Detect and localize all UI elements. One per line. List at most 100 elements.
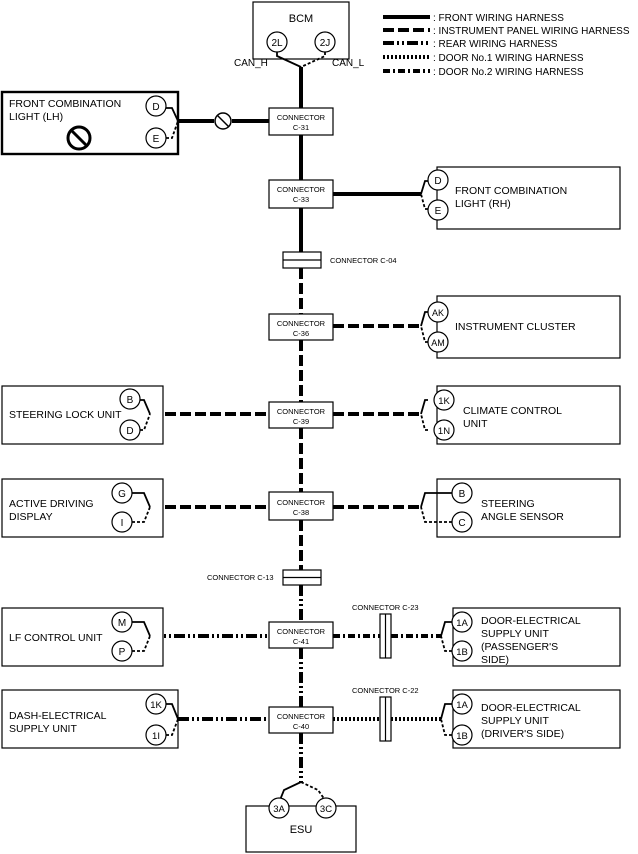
lf-control-unit-box — [1, 607, 164, 667]
instrument-cluster: INSTRUMENT CLUSTER AK AM — [420, 295, 621, 359]
door-pass-pin-1b-label: 1B — [456, 647, 468, 658]
dash-supply-pin-1k-label: 1K — [150, 700, 162, 711]
climate-label-2: UNIT — [463, 418, 488, 430]
front-rh-label-1: FRONT COMBINATION — [455, 185, 567, 197]
esu-pin-3a-label: 3A — [273, 804, 285, 815]
door-pass-label-3: (PASSENGER'S — [481, 641, 558, 653]
steering-lock-pin-b-label: B — [127, 395, 134, 406]
front-combination-light-rh: FRONT COMBINATION LIGHT (RH) D E — [420, 166, 621, 230]
connector-c38-word: CONNECTOR — [277, 498, 326, 507]
inline-connector-c04: CONNECTOR C-04 — [282, 251, 397, 269]
inline-connector-c04-label: CONNECTOR C-04 — [330, 256, 397, 265]
cluster-pin-ak-label: AK — [432, 308, 444, 318]
esu-pin-3c-label: 3C — [320, 804, 332, 815]
cluster-pin-am — [427, 331, 449, 353]
dash-supply-unit: DASH-ELECTRICAL SUPPLY UNIT 1K 1I — [1, 689, 179, 749]
door-drv-label-1: DOOR-ELECTRICAL — [481, 702, 581, 714]
inline-connector-c23: CONNECTOR C-23 — [352, 603, 419, 659]
door-supply-unit-passenger-box — [452, 607, 621, 667]
steering-angle-pin-c — [451, 511, 473, 533]
legend-door1: : DOOR No.1 WIRING HARNESS — [433, 53, 584, 64]
esu-label: ESU — [290, 824, 313, 836]
door-pass-label-1: DOOR-ELECTRICAL — [481, 615, 581, 627]
connector-c40-word: CONNECTOR — [277, 712, 326, 721]
front-rh-pin-d — [427, 169, 449, 191]
cluster-pin-am-label: AM — [431, 338, 445, 348]
steering-lock-pin-b — [119, 388, 141, 410]
front-lh-label-2: LIGHT (LH) — [9, 111, 63, 123]
climate-control-unit-box — [436, 385, 621, 445]
dash-supply-label-1: DASH-ELECTRICAL — [9, 710, 107, 722]
esu-box — [245, 805, 357, 853]
branch-wires — [150, 119, 441, 721]
connector-c38-id: C-38 — [293, 508, 309, 517]
climate-label-1: CLIMATE CONTROL — [463, 405, 562, 417]
instrument-cluster-box — [436, 295, 621, 359]
cluster-pin-ak — [427, 301, 449, 323]
steering-lock-unit: STEERING LOCK UNIT B D — [1, 385, 164, 445]
active-driving-display-box — [1, 478, 164, 538]
connector-c39: CONNECTOR C-39 — [268, 401, 334, 429]
connector-c31-word: CONNECTOR — [277, 113, 326, 122]
connector-c36: CONNECTOR C-36 — [268, 313, 334, 341]
cluster-label: INSTRUMENT CLUSTER — [455, 321, 576, 333]
inline-connector-c13: CONNECTOR C-13 — [207, 569, 322, 586]
connector-c38: CONNECTOR C-38 — [268, 491, 334, 521]
connector-c33-word: CONNECTOR — [277, 185, 326, 194]
inline-connector-c23-label: CONNECTOR C-23 — [352, 603, 419, 612]
connector-c36-word: CONNECTOR — [277, 319, 326, 328]
legend: : FRONT WIRING HARNESS : INSTRUMENT PANE… — [383, 13, 630, 78]
connector-c39-id: C-39 — [293, 417, 309, 426]
inline-connector-c22: CONNECTOR C-22 — [352, 686, 419, 742]
door-pass-pin-1b — [451, 640, 473, 662]
steering-angle-pin-b-label: B — [459, 489, 466, 500]
lf-control-unit: LF CONTROL UNIT M P — [1, 607, 164, 667]
steering-angle-label-2: ANGLE SENSOR — [481, 511, 564, 523]
steering-lock-pin-d — [119, 419, 141, 441]
front-lh-pin-d-label: D — [152, 102, 159, 113]
esu-pin-3a — [268, 797, 290, 819]
connector-c33: CONNECTOR C-33 — [268, 179, 334, 209]
legend-door2: : DOOR No.2 WIRING HARNESS — [433, 67, 584, 78]
active-display-pin-g — [111, 482, 133, 504]
door-pass-label-4: SIDE) — [481, 654, 509, 666]
lf-control-pin-p — [111, 640, 133, 662]
lf-control-pin-p-label: P — [119, 647, 126, 658]
climate-pin-1k — [433, 389, 455, 411]
esu-unit: ESU 3A 3C — [245, 781, 357, 853]
front-lh-pin-d — [145, 95, 167, 117]
lf-control-pin-m-label: M — [118, 618, 126, 629]
dash-supply-label-2: SUPPLY UNIT — [9, 723, 77, 735]
prohibited-icon — [66, 125, 92, 151]
inline-connector-c13-label: CONNECTOR C-13 — [207, 573, 274, 582]
front-lh-pin-e — [145, 127, 167, 149]
connector-c41-id: C-41 — [293, 637, 309, 646]
connector-c36-id: C-36 — [293, 329, 309, 338]
active-display-pin-g-label: G — [118, 489, 126, 500]
disconnected-icon — [214, 112, 232, 130]
door-supply-unit-driver: DOOR-ELECTRICAL SUPPLY UNIT (DRIVER'S SI… — [440, 689, 621, 749]
steering-lock-pin-d-label: D — [126, 426, 133, 437]
connector-c40: CONNECTOR C-40 — [268, 706, 334, 734]
dash-supply-pin-1i — [145, 724, 167, 746]
legend-rear: : REAR WIRING HARNESS — [433, 39, 558, 50]
connector-c31-id: C-31 — [293, 123, 309, 132]
bcm-pin-2l-label: 2L — [271, 38, 283, 49]
climate-pin-1n-label: 1N — [438, 426, 450, 437]
connector-c31: CONNECTOR C-31 — [268, 107, 334, 136]
front-combination-light-rh-box — [436, 166, 621, 230]
connector-c39-word: CONNECTOR — [277, 407, 326, 416]
front-rh-pin-e — [427, 199, 449, 221]
bcm-unit: BCM 2L 2J CAN_H CAN_L — [234, 1, 365, 69]
front-combination-light-lh: FRONT COMBINATION LIGHT (LH) D E — [0, 90, 232, 156]
front-rh-pin-d-label: D — [434, 176, 441, 187]
active-display-label-2: DISPLAY — [9, 511, 53, 523]
bcm-pin-2j — [314, 31, 336, 53]
climate-pin-1n — [433, 419, 455, 441]
door-drv-pin-1b-label: 1B — [456, 731, 468, 742]
climate-pin-1k-label: 1K — [438, 396, 450, 407]
can-l-label: CAN_L — [332, 58, 365, 69]
esu-pin-3c — [315, 797, 337, 819]
door-supply-unit-passenger: DOOR-ELECTRICAL SUPPLY UNIT (PASSENGER'S… — [440, 607, 621, 667]
